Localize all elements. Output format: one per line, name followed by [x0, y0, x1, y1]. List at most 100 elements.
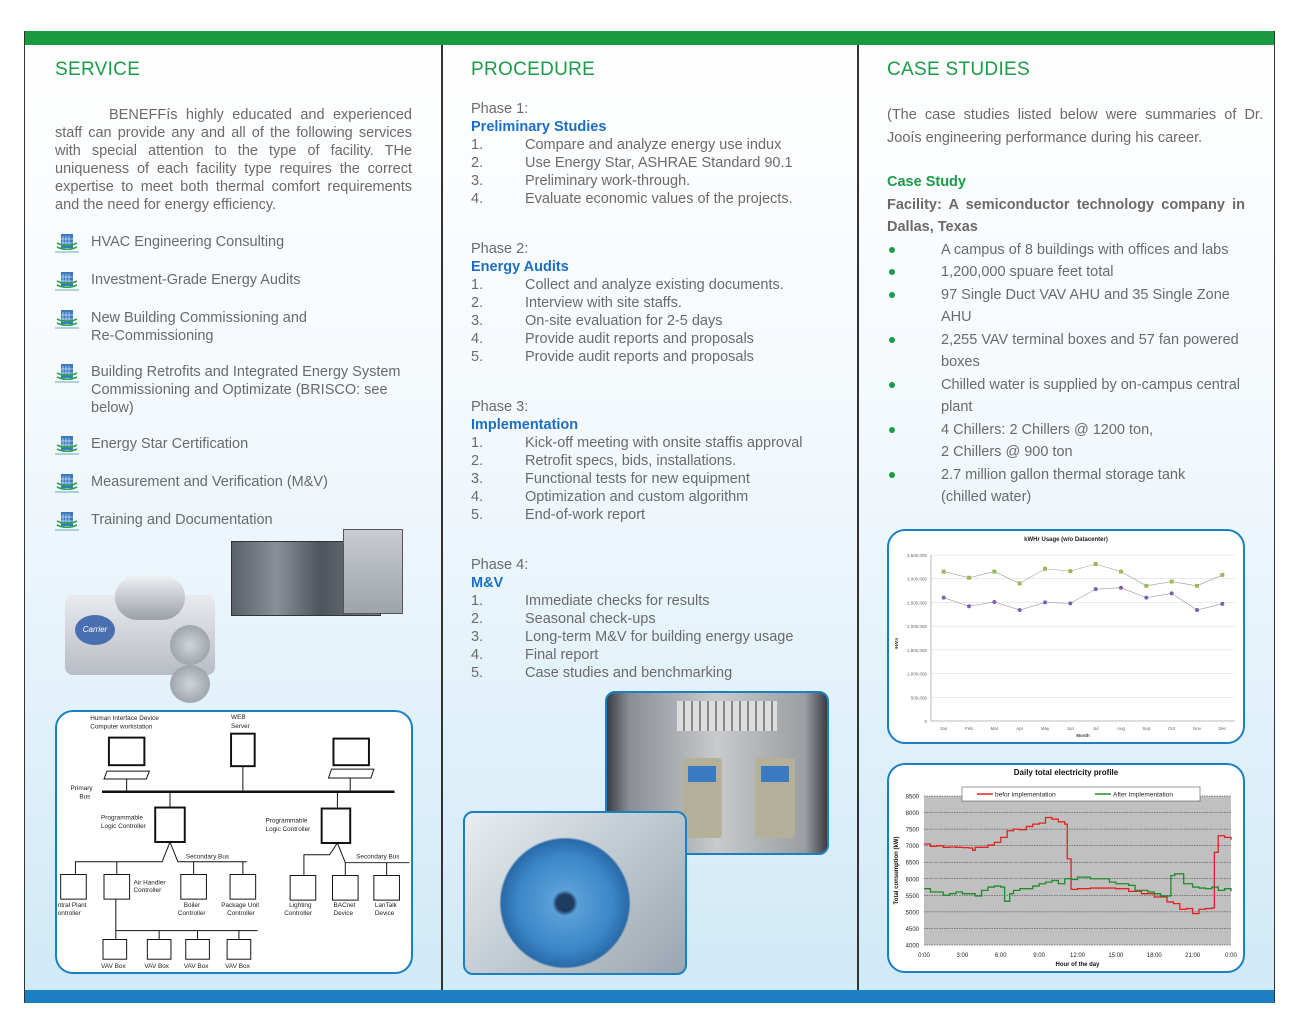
step-number: 4. [471, 489, 484, 505]
step-text: Collect and analyze existing documents. [525, 277, 784, 293]
bullet-item: A campus of 8 buildings with offices and… [887, 239, 1245, 262]
data-point [967, 575, 971, 580]
step-text: Provide audit reports and proposals [525, 331, 754, 347]
step-number: 3. [471, 471, 484, 487]
step-number: 2. [471, 155, 484, 171]
diagram-label: Controller [284, 910, 313, 917]
x-tick-label: Jan [940, 726, 948, 731]
step-number: 5. [471, 349, 484, 365]
y-tick-label: 5000 [906, 910, 920, 916]
bullet-text: plant [941, 399, 973, 415]
phase-label: Phase 1: [471, 101, 529, 117]
step-number: 5. [471, 665, 484, 681]
service-item-label: Commissioning and Optimizate (BRISCO: se… [91, 382, 388, 398]
step-text: Use Energy Star, ASHRAE Standard 90.1 [525, 155, 793, 171]
y-axis-label: Total consumption (kW) [894, 837, 900, 905]
phase-label: Phase 3: [471, 399, 529, 415]
top-green-bar [25, 31, 1274, 45]
phase-label: Phase 2: [471, 241, 529, 257]
diagram-label: VAV Box [184, 963, 209, 970]
bullet-text: 1,200,000 spuare feet total [941, 264, 1114, 280]
diagram-label: ontroller [58, 910, 82, 917]
diagram-label: Programmable [101, 814, 143, 821]
case-study: Case Study Facility: A semiconductor tec… [887, 171, 1245, 509]
case-studies-intro: (The case studies listed below were summ… [887, 107, 1263, 146]
phase-title: Energy Audits [471, 259, 569, 275]
x-tick-label: 12:00 [1070, 953, 1086, 959]
diagram-label: Server [231, 723, 251, 730]
bullet-icon [887, 239, 941, 262]
y-tick-label: 2,000,000 [907, 624, 928, 629]
y-tick-label: 8500 [906, 795, 920, 801]
y-tick-label: 8000 [906, 811, 920, 817]
phase-step: 3.On-site evaluation for 2-5 days [471, 312, 851, 330]
diagram-label: Package Unit [221, 902, 259, 909]
diagram-label: LanTalk [375, 902, 398, 909]
data-point [1093, 562, 1098, 567]
service-item: Measurement and Verification (M&V) [55, 473, 435, 493]
diagram-label: Secondary Bus [356, 854, 399, 861]
x-tick-label: Aug [1117, 726, 1126, 731]
service-item-label: New Building Commissioning and [91, 310, 307, 326]
air-handler-image [231, 521, 411, 621]
y-tick-label: 3,500,000 [907, 553, 928, 558]
phase-step: 3.Functional tests for new equipment [471, 470, 851, 488]
bullet-icon [887, 374, 941, 419]
bullet-icon [887, 329, 941, 374]
diagram-label: Logic Controller [101, 823, 147, 830]
y-tick-label: 7000 [906, 844, 920, 850]
service-item: Building Retrofits and Integrated Energy… [55, 363, 435, 417]
data-point [941, 595, 946, 600]
data-point [1220, 601, 1225, 606]
bullet-text: boxes [941, 354, 980, 370]
bullet-text: AHU [941, 309, 972, 325]
phase-title: M&V [471, 575, 504, 591]
diagram-label: ntral Plant [58, 902, 87, 909]
phase-step: 3. Long-term M&V for building energy usag… [471, 628, 851, 646]
step-number: 3. [471, 629, 484, 645]
diagram-label: Boiler [184, 902, 201, 909]
series-line-befor-implementation [924, 816, 1232, 915]
x-tick-label: Jul [1093, 726, 1099, 731]
diagram-label: Secondary Bus [186, 854, 229, 861]
step-text: End-of-work report [525, 507, 646, 523]
y-tick-label: 3,000,000 [907, 577, 928, 582]
daily-profile-chart: Daily total electricity profile400045005… [894, 768, 1237, 968]
y-tick-label: 6500 [906, 861, 920, 867]
chart-title: Daily total electricity profile [1014, 768, 1119, 777]
step-text: Long-term M&V for building energy usage [525, 629, 794, 645]
data-point [1169, 591, 1174, 596]
data-point [1119, 585, 1123, 590]
step-number: 5. [471, 507, 484, 523]
x-tick-label: 18:00 [1147, 953, 1163, 959]
step-text: Final report [525, 647, 599, 663]
legend [961, 786, 1201, 802]
diagram-label: Human Interface Device [90, 715, 159, 722]
series-line [943, 563, 1223, 587]
diagram-label: WEB [231, 714, 246, 721]
case-studies-title: CASE STUDIES [887, 59, 1030, 80]
diagram-label: Controller [227, 910, 256, 917]
procedure-title: PROCEDURE [471, 59, 596, 80]
phase-step: 2.Retrofit specs, bids, installations. [471, 452, 851, 470]
service-item-label: Re-Commissioning [91, 328, 214, 344]
bullet-icon [887, 261, 941, 284]
service-item: Training and Documentation [55, 511, 435, 531]
series-line-after-implementation [924, 873, 1232, 902]
step-text: Immediate checks for results [525, 593, 710, 609]
data-point [967, 604, 971, 609]
data-point [1169, 579, 1174, 584]
phase-step: 2. Use Energy Star, ASHRAE Standard 90.1 [471, 154, 851, 172]
bullet-text: A campus of 8 buildings with offices and… [941, 241, 1229, 258]
diagram-label: VAV Box [225, 963, 250, 970]
x-axis-label: Hour of the day [1055, 962, 1100, 968]
data-point [1144, 595, 1149, 600]
network-diagram: Human Interface Device Computer workstat… [55, 710, 413, 974]
diagram-label: VAV Box [101, 963, 126, 970]
phase-step: 1.Collect and analyze existing documents… [471, 276, 851, 294]
x-tick-label: Apr [1016, 726, 1024, 731]
data-point [1017, 608, 1022, 613]
